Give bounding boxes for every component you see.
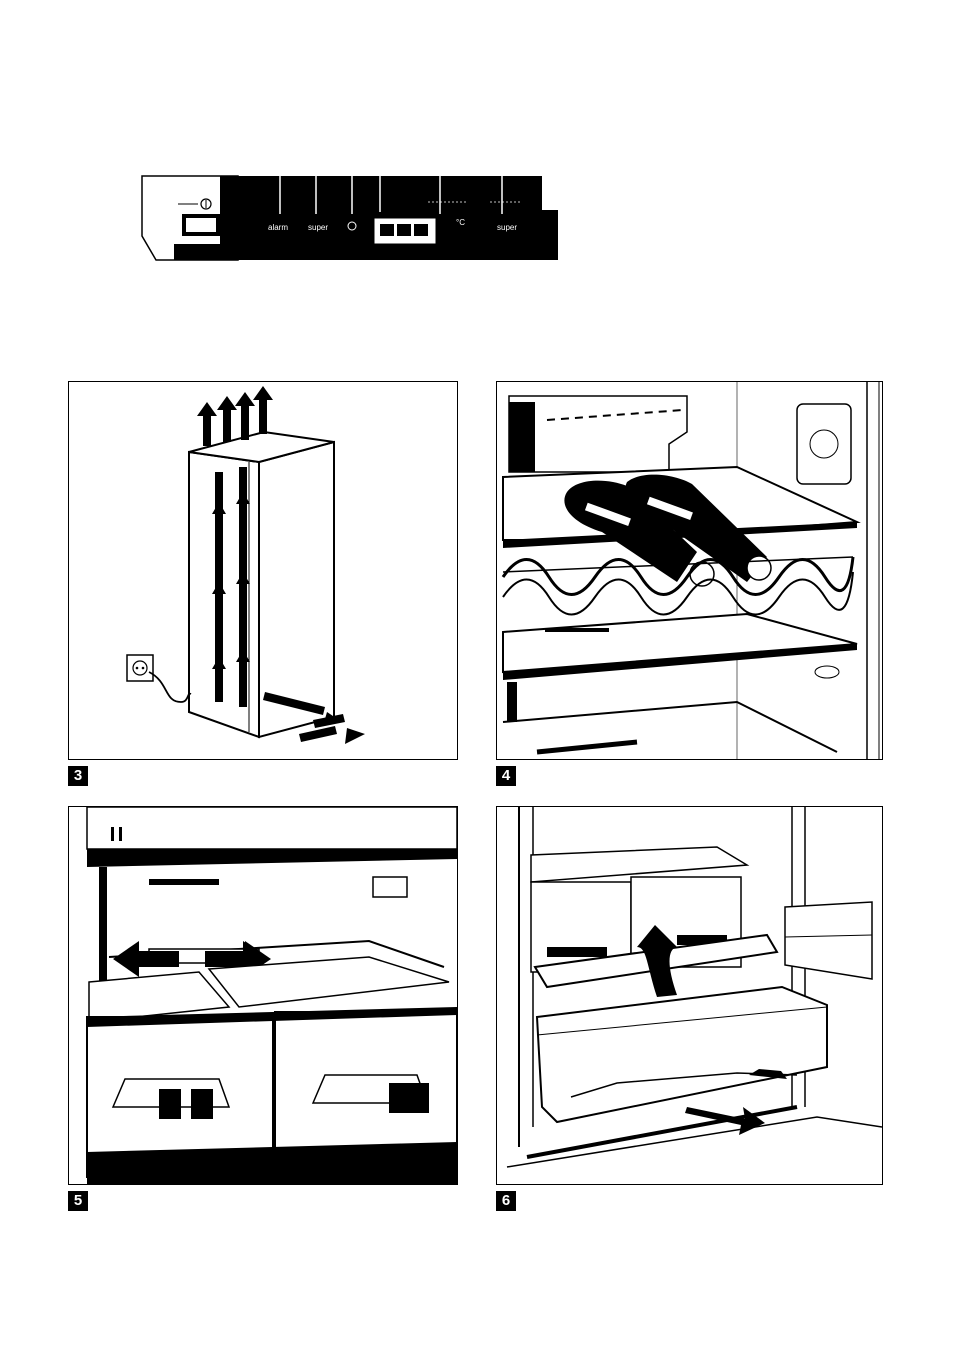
figure-6-number: 6 <box>496 1191 516 1211</box>
figure-3-panel <box>68 381 458 760</box>
alarm-label: alarm <box>268 223 288 232</box>
figure-6-panel <box>496 806 883 1185</box>
figure-4-panel <box>496 381 883 760</box>
figure-5-number: 5 <box>68 1191 88 1211</box>
figure-5-divider-illustration <box>69 807 457 1184</box>
figure-3-airflow-illustration <box>69 382 457 759</box>
figure-6-drawer-illustration <box>497 807 882 1184</box>
figure-5-panel <box>68 806 458 1185</box>
figure-3-number: 3 <box>68 766 88 786</box>
control-panel: alarm super °C super <box>138 174 563 264</box>
super-label-left: super <box>308 223 328 232</box>
unit-symbol: °C <box>456 218 465 227</box>
figure-4-number: 4 <box>496 766 516 786</box>
super-label-right: super <box>497 223 517 232</box>
control-panel-drawing <box>138 174 563 264</box>
figure-4-wine-rack-illustration <box>497 382 882 759</box>
